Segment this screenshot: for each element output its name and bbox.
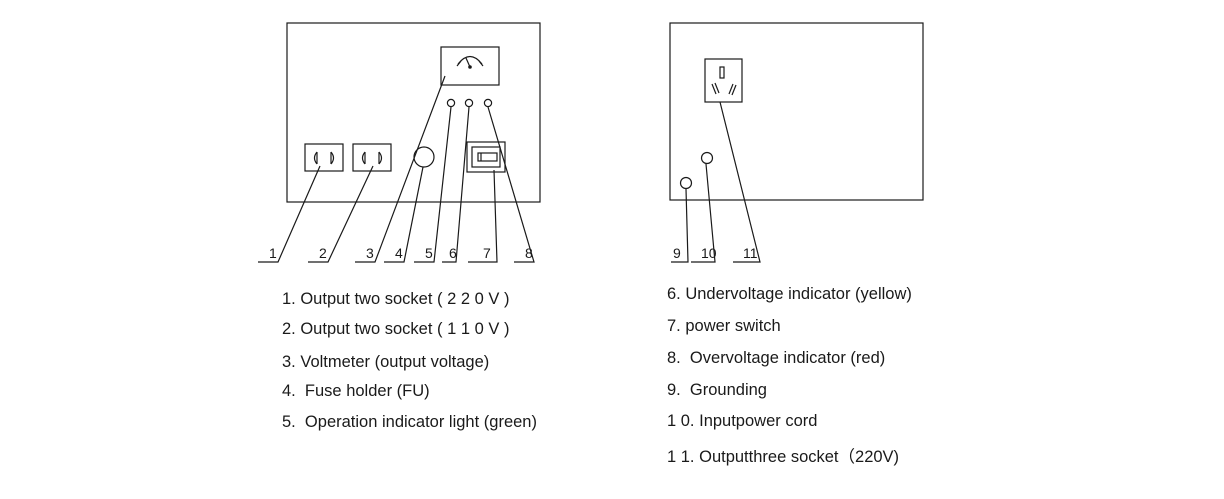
legend-item: 1. Output two socket ( 2 2 0 V ) <box>282 290 510 308</box>
overvoltage-indicator-light <box>483 98 493 108</box>
three-socket <box>704 58 743 103</box>
callout-number: 5 <box>425 245 433 261</box>
callout-number: 1 <box>269 245 277 261</box>
legend-item: 7. power switch <box>667 317 781 335</box>
callout-number: 4 <box>395 245 403 261</box>
legend-item: 4. Fuse holder (FU) <box>282 382 430 400</box>
legend-item: 2. Output two socket ( 1 1 0 V ) <box>282 320 510 338</box>
leader-lines <box>258 75 761 263</box>
socket-220v <box>304 143 344 172</box>
grounding <box>679 176 693 190</box>
callout-number: 11 <box>743 245 758 261</box>
front-panel-outline <box>286 22 541 203</box>
callout-number: 3 <box>366 245 374 261</box>
rear-panel-outline <box>669 22 924 201</box>
legend-item: 1 0. Inputpower cord <box>667 412 818 430</box>
undervoltage-indicator-light <box>464 98 474 108</box>
legend-item: 9. Grounding <box>667 381 767 399</box>
power-switch <box>466 141 506 173</box>
indicator-lights <box>446 98 493 108</box>
legend-item: 6. Undervoltage indicator (yellow) <box>667 285 912 303</box>
legend-item: 8. Overvoltage indicator (red) <box>667 349 886 367</box>
legend-item: 3. Voltmeter (output voltage) <box>282 353 490 371</box>
callout-number: 8 <box>525 245 533 261</box>
socket-110v <box>352 143 392 172</box>
input-power-cord <box>700 151 714 165</box>
callout-number: 10 <box>701 245 717 261</box>
callout-number: 2 <box>319 245 327 261</box>
callout-number: 7 <box>483 245 491 261</box>
legend-item: 5. Operation indicator light (green) <box>282 413 537 431</box>
legend-item: 1 1. Outputthree socket（220V) <box>667 448 900 466</box>
voltmeter <box>440 46 500 86</box>
callout-number: 9 <box>673 245 681 261</box>
operation-indicator-light <box>446 98 456 108</box>
callout-number: 6 <box>449 245 457 261</box>
